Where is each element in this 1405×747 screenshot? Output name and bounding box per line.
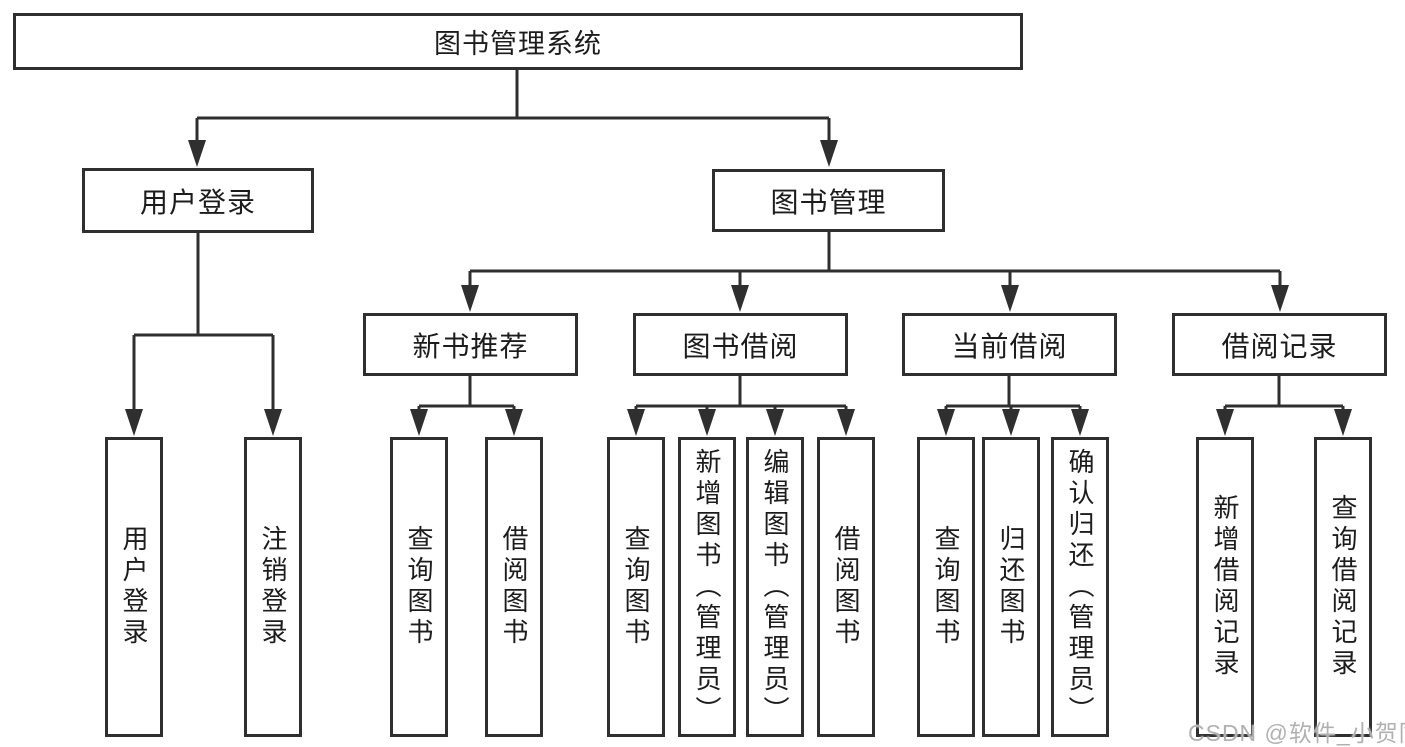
node-new-book-recommend: 新书推荐	[363, 313, 578, 376]
node-user-login: 用户登录	[82, 168, 314, 233]
leaf-borrow-books-borrow: 借阅图书	[817, 437, 875, 737]
leaf-query-books-borrow: 查询图书	[607, 437, 665, 737]
leaf-return-books: 归还图书	[982, 437, 1040, 737]
node-book-borrow: 图书借阅	[633, 313, 848, 376]
node-book-management: 图书管理	[712, 169, 945, 232]
leaf-query-books-recommend: 查询图书	[390, 437, 448, 737]
leaf-borrow-books-recommend: 借阅图书	[485, 437, 543, 737]
leaf-query-books-current: 查询图书	[917, 437, 975, 737]
node-current-borrow: 当前借阅	[902, 313, 1117, 376]
leaf-confirm-return-admin: 确认归还（管理员）	[1051, 437, 1109, 737]
leaf-query-borrow-record: 查询借阅记录	[1314, 437, 1372, 737]
leaf-logout: 注销登录	[244, 437, 302, 737]
watermark: CSDN @软件_小贺同学	[1188, 720, 1405, 746]
leaf-edit-book-admin: 编辑图书（管理员）	[746, 437, 804, 737]
node-borrow-records: 借阅记录	[1172, 313, 1387, 376]
leaf-add-book-admin: 新增图书（管理员）	[678, 437, 736, 737]
node-library-management-system: 图书管理系统	[13, 13, 1023, 70]
arrowheads	[125, 140, 1352, 436]
leaf-user-login: 用户登录	[105, 437, 163, 737]
leaf-add-borrow-record: 新增借阅记录	[1196, 437, 1254, 737]
